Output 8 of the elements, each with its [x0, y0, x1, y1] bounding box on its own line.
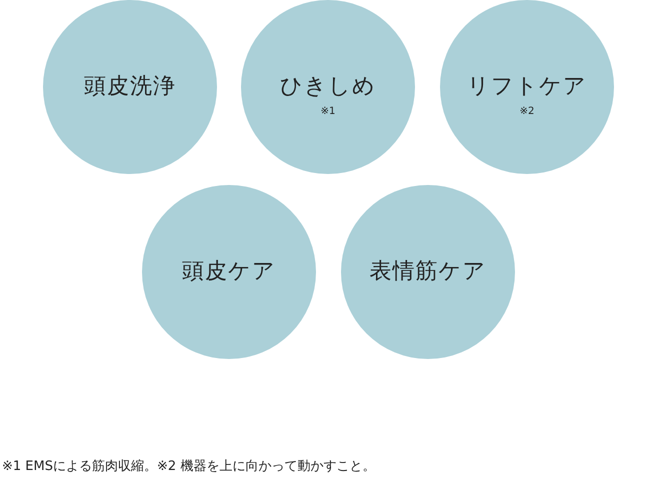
node-title: ひきしめ — [279, 73, 377, 101]
node-title: 頭皮洗浄 — [83, 73, 177, 101]
footnote-mark: ※1 — [320, 106, 336, 118]
node-title: リフトケア — [466, 73, 588, 101]
node-title: 頭皮ケア — [181, 258, 277, 286]
footnote-mark: ※2 — [518, 106, 536, 118]
node-title: 表情筋ケア — [368, 258, 488, 286]
footnote-text: ※1 EMSによる筋肉収縮。※2 機器を上に向かって動かすこと。 — [2, 458, 376, 475]
